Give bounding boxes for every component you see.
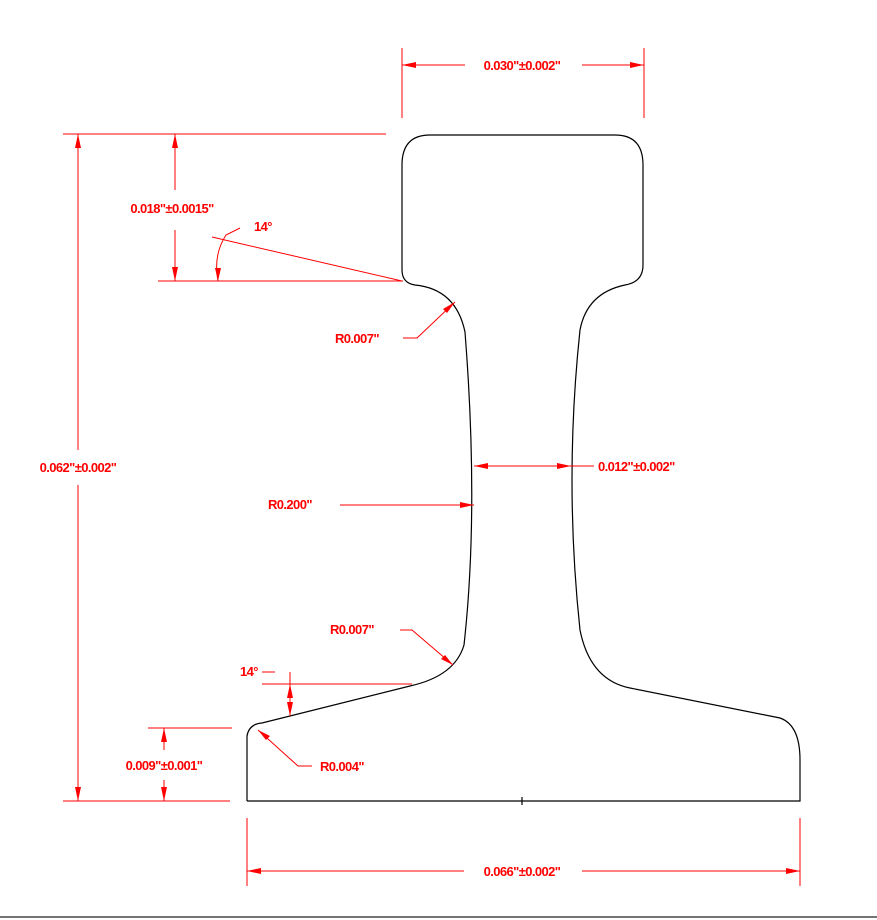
arrowhead <box>474 463 488 469</box>
rail-profile-left-side <box>246 134 522 801</box>
dimension-base-width: 0.066"±0.002" <box>246 818 801 886</box>
dimension-web-width: 0.012"±0.002" <box>474 459 676 474</box>
head-width-label: 0.030"±0.002" <box>484 58 561 73</box>
dimension-head-height: 0.018"±0.0015" <box>130 134 403 282</box>
arrowhead <box>287 702 293 716</box>
arrowhead <box>460 502 474 508</box>
arrowhead <box>161 787 167 801</box>
dimension-total-height: 0.062"±0.002" <box>40 133 386 802</box>
web-radius-label: R0.200" <box>268 497 312 512</box>
upper-angle-label: 14° <box>254 219 272 234</box>
arrowhead <box>287 684 293 698</box>
arrowhead <box>161 728 167 742</box>
arrowhead <box>247 868 261 874</box>
dimension-upper-angle: 14° <box>211 219 403 282</box>
dimension-base-thickness: 0.009"±0.001" <box>126 727 232 801</box>
arrowhead <box>557 463 571 469</box>
dimension-head-width: 0.030"±0.002" <box>401 48 645 118</box>
web-width-label: 0.012"±0.002" <box>598 459 675 474</box>
dimension-upper-fillet: R0.007" <box>335 301 456 346</box>
lower-fillet-label: R0.007" <box>330 622 374 637</box>
dimension-lower-fillet: R0.007" <box>330 622 454 666</box>
leader-line <box>257 729 312 767</box>
dimension-lower-angle: 14° <box>240 664 412 716</box>
leader-line <box>403 301 456 339</box>
arrowhead <box>786 868 800 874</box>
arrowhead <box>75 787 81 801</box>
upper-fillet-label: R0.007" <box>335 331 379 346</box>
base-width-label: 0.066"±0.002" <box>484 864 561 879</box>
angle-arc <box>216 227 241 282</box>
toe-radius-label: R0.004" <box>320 759 364 774</box>
total-height-label: 0.062"±0.002" <box>40 460 117 475</box>
arrowhead <box>443 302 455 313</box>
leader-line <box>400 629 454 666</box>
lower-angle-label: 14° <box>240 664 258 679</box>
arrowhead <box>172 267 178 281</box>
head-height-label: 0.018"±0.0015" <box>130 201 214 216</box>
dimension-toe-radius: R0.004" <box>257 729 365 774</box>
arrowhead <box>402 62 416 68</box>
arrowhead <box>172 134 178 148</box>
arrowhead <box>630 62 644 68</box>
arrowhead <box>215 268 221 281</box>
arrowhead <box>258 730 270 740</box>
base-thickness-label: 0.009"±0.001" <box>126 758 203 773</box>
angle-line <box>211 236 403 282</box>
rail-profile-outline <box>246 134 801 805</box>
dimension-web-radius: R0.200" <box>268 497 474 512</box>
arrowhead <box>441 655 453 665</box>
rail-profile-right-side <box>522 134 801 802</box>
arrowhead <box>75 134 81 148</box>
